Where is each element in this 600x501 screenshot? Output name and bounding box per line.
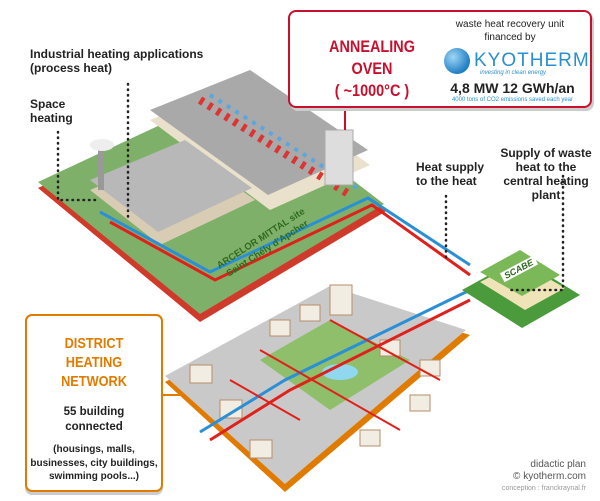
financing-line1: waste heat recovery unit — [455, 19, 565, 30]
financing-note: waste heat recovery unit financed by — [440, 18, 580, 44]
district-title-line1: DISTRICT HEATING — [64, 335, 124, 371]
globe-icon — [444, 48, 470, 74]
building-types-line3: swimming pools...) — [48, 471, 139, 482]
buildings-connected-label: connected — [65, 421, 123, 433]
cold-pipe-district-to-plant — [199, 288, 471, 434]
workshop-roof — [90, 140, 252, 232]
chimney-tower — [324, 129, 354, 186]
callout-leaders — [56, 82, 565, 292]
co2-savings: 4000 tons of CO2 emissions saved each ye… — [451, 97, 574, 103]
building-types-line2: businesses, city buildings, — [30, 457, 158, 469]
label-supply-waste-heat: Supply of waste heat to the central heat… — [500, 146, 592, 202]
buildings-count: 55 building — [63, 406, 125, 418]
smokestack — [98, 150, 104, 190]
district-title: DISTRICT HEATING NETWORK — [37, 334, 151, 391]
credit-conception: conception : franckraynal.fr — [501, 485, 586, 492]
annealing-oven-box: ANNEALING OVEN ( ~1000°C ) waste heat re… — [288, 10, 592, 108]
kyotherm-tagline: investing in clean energy — [480, 70, 547, 76]
building-types: (housings, malls, businesses, city build… — [27, 443, 161, 484]
oven-temperature: ( ~1000°C ) — [334, 81, 410, 100]
oven-title: ANNEALING OVEN ( ~1000°C ) — [313, 36, 432, 102]
label-heat-supply: Heat supply to the heat — [416, 160, 485, 188]
kyotherm-logo: KYOTHERM investing in clean energy — [440, 48, 589, 78]
district-heating-box: DISTRICT HEATING NETWORK 55 building con… — [25, 314, 163, 492]
credit-copyright: © kyotherm.com — [513, 471, 586, 482]
kyotherm-name: KYOTHERM — [474, 50, 590, 71]
district-branch-pipes — [229, 319, 441, 431]
power-output: 4,8 MW 12 GWh/an — [450, 80, 575, 96]
cold-pipe-plant-to-factory — [99, 196, 471, 274]
buildings-connected: 55 building connected — [27, 405, 161, 435]
smoke — [90, 139, 114, 151]
hot-pipe-plant-to-district — [209, 298, 471, 442]
hot-pipe-factory-to-plant — [109, 203, 471, 282]
credit-didactic-plan: didactic plan — [530, 459, 586, 470]
district-title-line2: NETWORK — [61, 373, 127, 390]
label-space-heating: Space heating — [30, 97, 73, 125]
financing-line2: financed by — [484, 32, 536, 43]
factory-roof — [150, 70, 368, 195]
building-types-line1: (housings, malls, — [53, 444, 135, 455]
label-industrial-heating: Industrial heating applications (process… — [30, 47, 204, 75]
oven-title-line1: ANNEALING OVEN — [329, 37, 415, 78]
